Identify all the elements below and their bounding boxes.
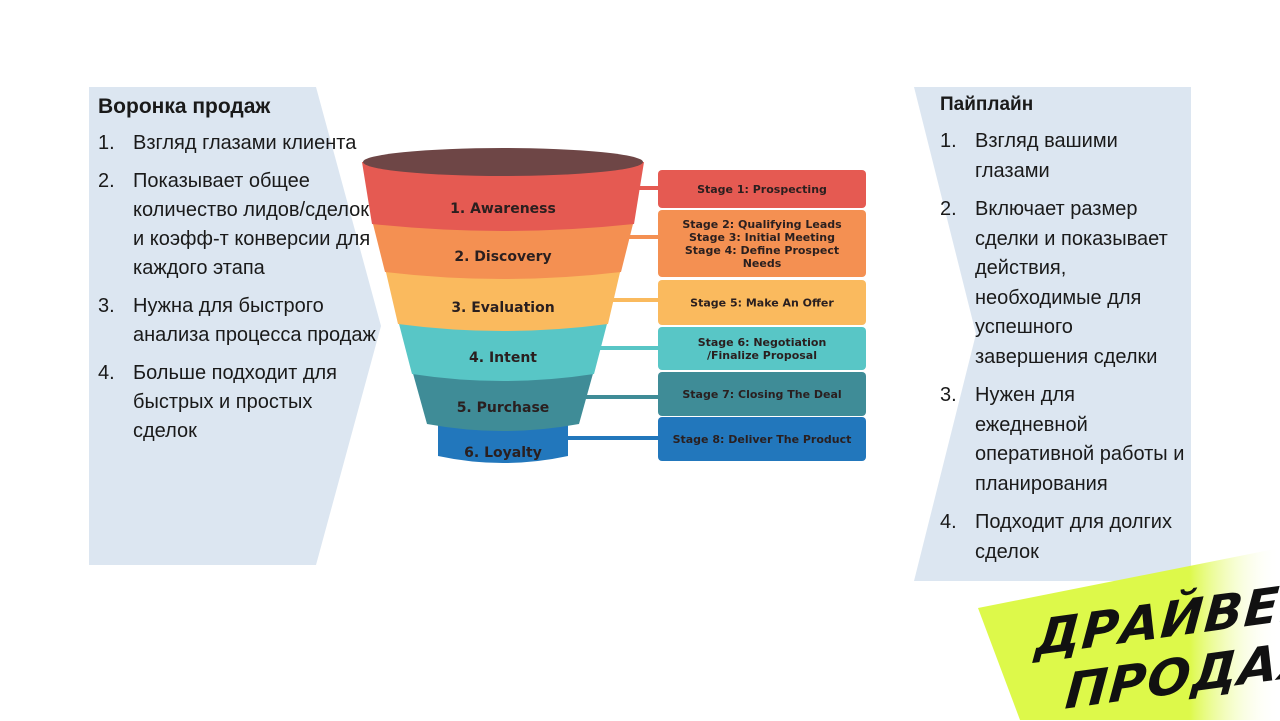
list-item: 2. Показывает общее количество лидов/сдел… — [98, 167, 381, 283]
feature-list: 1. Взгляд вашими глазами 2. Включает разме… — [940, 127, 1191, 567]
list-item: 3. Нужен для ежедневной оперативной работ… — [940, 381, 1191, 499]
item-text: Нужен для ежедневной оперативной работы … — [975, 384, 1185, 495]
pipeline-stage-box — [658, 417, 866, 461]
funnel-layer — [385, 268, 621, 331]
item-text: Взгляд вашими глазами — [975, 130, 1118, 182]
pipeline-stage-label: Stage 6: Negotiation — [698, 336, 827, 349]
item-number: 3. — [940, 384, 957, 406]
pipeline-stage-label: Needs — [743, 257, 782, 270]
pipeline-stage-box — [658, 327, 866, 370]
list-item: 4. Больше подходит для быстрых и простых … — [98, 359, 381, 446]
pipeline-stage-label: Stage 8: Deliver The Product — [673, 433, 852, 446]
pipeline-stage-label: Stage 3: Initial Meeting — [689, 231, 835, 244]
item-number: 1. — [940, 130, 957, 152]
item-number: 4. — [940, 511, 957, 533]
funnel-layer — [362, 162, 644, 231]
funnel-top — [363, 148, 643, 176]
pipeline-stage-box — [658, 372, 866, 416]
item-number: 4. — [98, 362, 115, 384]
pipeline-stage-box — [658, 210, 866, 277]
pipeline-stage-label: Stage 1: Prospecting — [697, 183, 827, 196]
funnel-layer — [398, 320, 608, 381]
funnel-stage-label: 6. Loyalty — [464, 445, 542, 461]
funnel-layer — [412, 370, 594, 431]
funnel-stage-label: 5. Purchase — [457, 400, 550, 416]
brand-logo: ДРАЙВЕР ПРОДАЖ — [978, 548, 1280, 721]
item-number: 1. — [98, 132, 115, 154]
funnel-diagram: 6. Loyalty 5. Purchase 4. Intent 3. Evaluat… — [362, 148, 866, 463]
item-number: 2. — [940, 198, 957, 220]
item-text: Нужна для быстрого анализа процесса прод… — [133, 295, 376, 346]
sales-funnel-panel: Воронка продаж 1. Взгляд глазами клиента … — [89, 87, 381, 565]
panel-title: Пайплайн — [940, 94, 1034, 115]
logo-background — [978, 548, 1280, 720]
funnel-layer — [438, 420, 568, 463]
item-text: Подходит для долгих сделок — [975, 511, 1172, 563]
feature-list: 1. Взгляд глазами клиента 2. Показывает об… — [98, 129, 381, 446]
funnel-stage-label: 3. Evaluation — [451, 300, 554, 316]
pipeline-stage-label: Stage 4: Define Prospect — [685, 244, 839, 257]
panel-title: Воронка продаж — [98, 95, 271, 118]
item-text: Показывает общее количество лидов/сделок… — [133, 170, 371, 279]
item-number: 3. — [98, 295, 115, 317]
pipeline-stage-box — [658, 280, 866, 325]
list-item: 1. Взгляд глазами клиента — [98, 129, 381, 158]
pipeline-stage-box — [658, 170, 866, 208]
list-item: 4. Подходит для долгих сделок — [940, 508, 1191, 567]
funnel-stage-label: 2. Discovery — [454, 249, 551, 265]
funnel-stage-label: 1. Awareness — [450, 201, 556, 217]
funnel-stage-label: 4. Intent — [469, 350, 537, 366]
item-text: Взгляд глазами клиента — [133, 132, 357, 154]
item-text: Больше подходит для быстрых и простых сд… — [133, 362, 337, 442]
pipeline-panel: Пайплайн 1. Взгляд вашими глазами 2. Включ… — [914, 87, 1191, 581]
list-item: 3. Нужна для быстрого анализа процесса пр… — [98, 292, 381, 350]
pipeline-stage-label: /Finalize Proposal — [707, 349, 817, 362]
panel-background — [89, 87, 381, 565]
list-item: 1. Взгляд вашими глазами — [940, 127, 1191, 186]
funnel-layers: 6. Loyalty 5. Purchase 4. Intent 3. Evaluat… — [362, 148, 644, 463]
item-text: Включает размер сделки и показывает дейс… — [975, 198, 1168, 368]
pipeline-stage-label: Stage 2: Qualifying Leads — [682, 218, 842, 231]
pipeline-stage-label: Stage 5: Make An Offer — [690, 297, 834, 310]
panel-background — [914, 87, 1191, 581]
pipeline-stage-label: Stage 7: Closing The Deal — [682, 388, 841, 401]
item-number: 2. — [98, 170, 115, 192]
funnel-layer — [372, 220, 634, 279]
list-item: 2. Включает размер сделки и показывает де… — [940, 195, 1191, 372]
